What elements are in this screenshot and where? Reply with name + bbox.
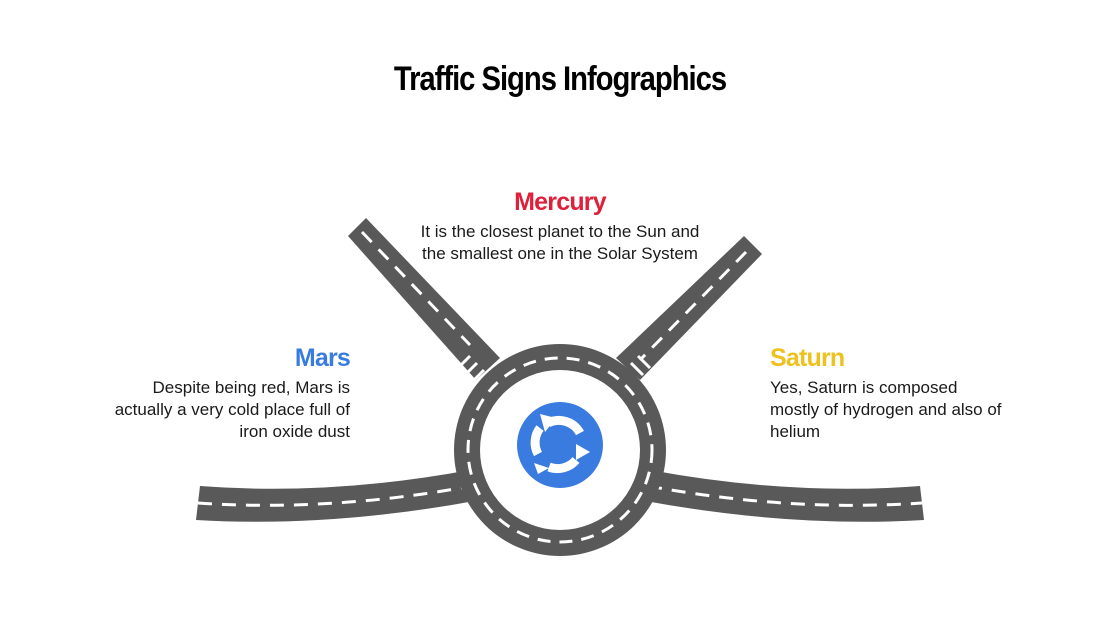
roundabout-sign-icon: [517, 402, 603, 488]
left-curved-road: [196, 470, 480, 522]
mercury-text: It is the closest planet to the Sun and …: [420, 222, 700, 263]
saturn-heading: Saturn: [770, 344, 845, 372]
saturn-text: Yes, Saturn is composed mostly of hydrog…: [770, 378, 1002, 441]
mercury-block: Mercury It is the closest planet to the …: [420, 188, 700, 265]
mars-block: Mars Despite being red, Mars is actually…: [110, 344, 351, 443]
saturn-block: Saturn Yes, Saturn is composed mostly of…: [770, 344, 1010, 443]
mars-heading: Mars: [294, 344, 351, 372]
mars-text: Despite being red, Mars is actually a ve…: [114, 378, 350, 441]
page-title: Traffic Signs Infographics: [393, 60, 727, 98]
right-curved-road: [640, 470, 924, 522]
mercury-heading: Mercury: [514, 188, 606, 216]
